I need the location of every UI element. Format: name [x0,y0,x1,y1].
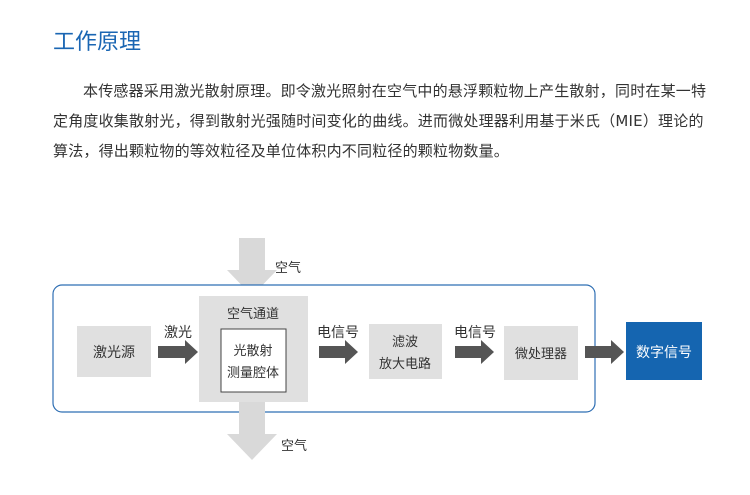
principle-paragraph: 本传感器采用激光散射原理。即令激光照射在空气中的悬浮颗粒物上产生散射，同时在某一… [53,82,707,160]
microprocessor-label: 微处理器 [515,347,567,362]
filter-label-line2: 放大电路 [379,356,431,372]
signal-label-2: 电信号 [454,325,496,341]
laser-label: 激光 [164,324,192,341]
page-title: 工作原理 [53,30,142,55]
air-outlet-label: 空气 [281,438,307,454]
output-arrow [585,340,624,364]
signal-label-1: 电信号 [317,325,359,341]
laser-source-label: 激光源 [93,344,135,361]
scattering-chamber-box [220,328,287,393]
chamber-label-line2: 测量腔体 [227,366,279,381]
microprocessor-box [504,326,578,380]
digital-signal-box [626,322,702,380]
signal-arrow-1 [319,340,358,364]
air-inlet-arrow [227,238,277,296]
air-inlet-label: 空气 [275,260,301,276]
laser-arrow [158,340,198,364]
chamber-label-line1: 光散射 [233,343,272,359]
digital-signal-label: 数字信号 [636,345,692,361]
air-channel-label: 空气通道 [227,306,279,322]
air-outlet-arrow [227,402,277,460]
filter-label-line1: 滤波 [392,335,418,350]
signal-arrow-2 [455,340,494,364]
laser-source-box [77,326,151,377]
filter-amplifier-box [369,324,442,379]
